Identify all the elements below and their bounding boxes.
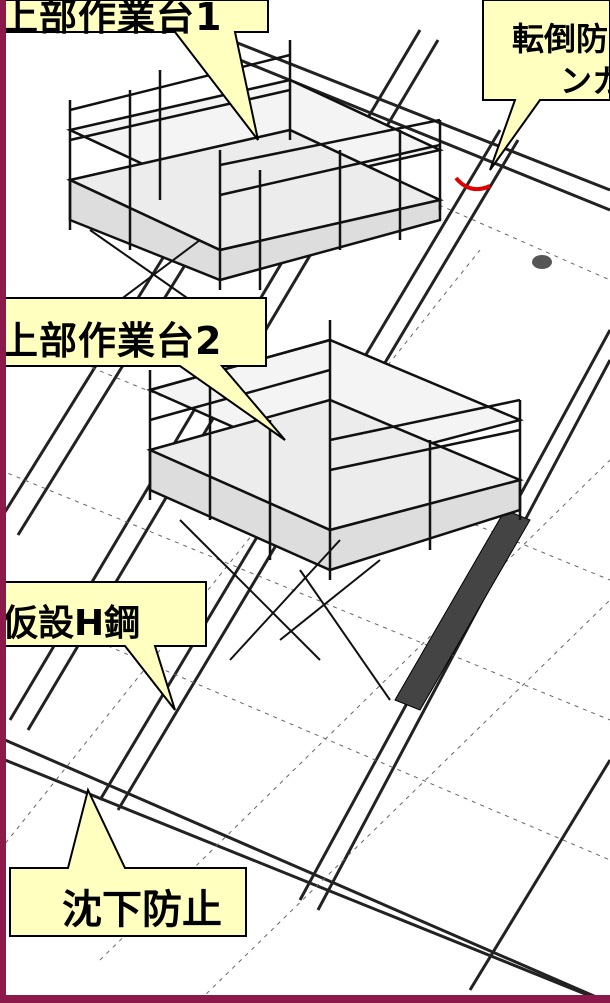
anti-tip-label-line2: ンカ xyxy=(560,56,610,102)
anti-tip-label-part-b: カ xyxy=(592,62,610,100)
callout-anti-tip xyxy=(482,0,610,171)
anti-tip-label-part-a: ン xyxy=(560,62,593,100)
anti-tip-label-line1: 転倒防 xyxy=(512,20,609,58)
frame-bottom-border xyxy=(0,995,610,1003)
callout-h-beam xyxy=(0,581,207,711)
h-beam-label: 仮設H鋼 xyxy=(2,603,141,644)
frame-left-border xyxy=(0,0,6,1003)
platform-1 xyxy=(66,40,444,301)
anti-settlement-label: 沈下防止 xyxy=(62,887,222,933)
platform-1-label: 上部作業台1 xyxy=(0,0,223,39)
platform-2 xyxy=(146,320,524,701)
platform-2-label: 上部作業台2 xyxy=(0,319,223,363)
anti-tip-marker xyxy=(454,176,491,192)
h-beam xyxy=(394,509,531,711)
callout-platform-1 xyxy=(0,0,269,141)
callout-anti-settlement xyxy=(9,787,247,937)
anchor-dot xyxy=(532,255,552,269)
callout-platform-2 xyxy=(0,297,286,441)
